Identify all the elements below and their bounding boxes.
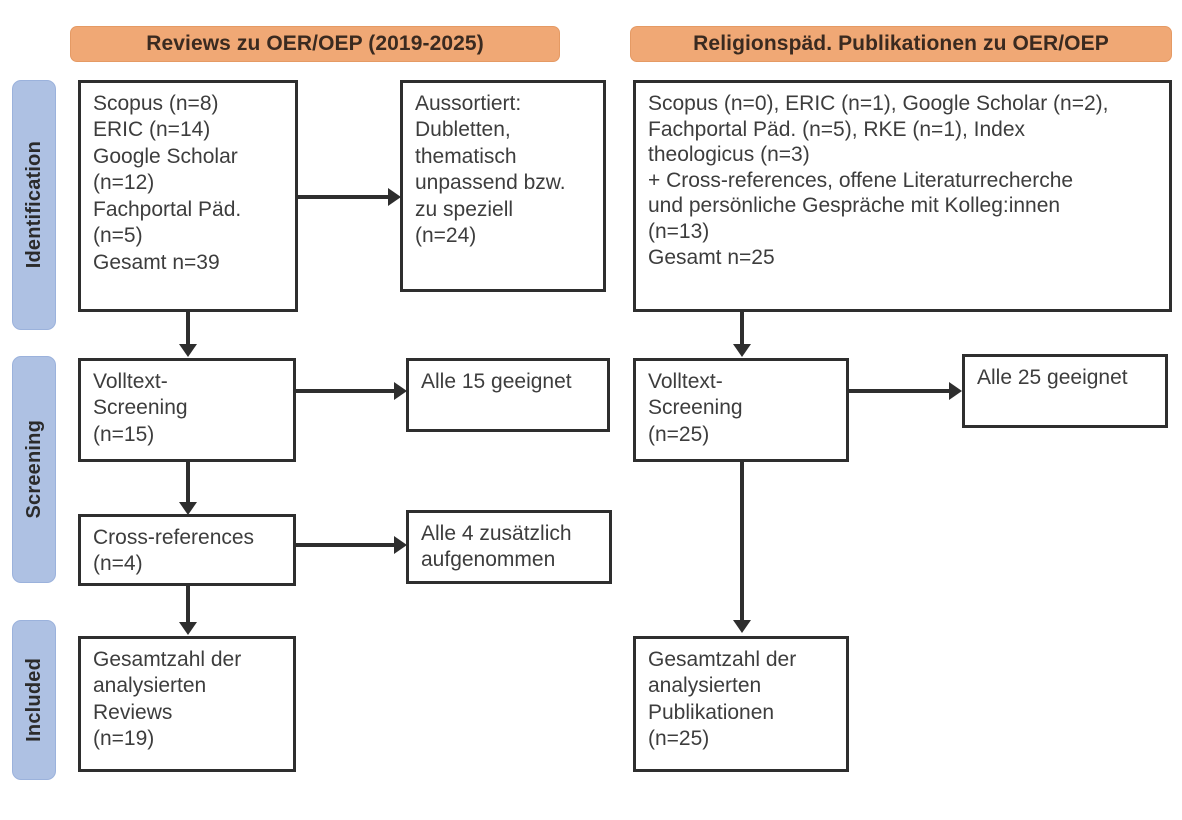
connector-left-identification-to-screening [186,312,190,344]
arrowhead-left-screening-to-crossrefs [179,502,197,515]
box-left-included: Gesamtzahl der analysierten Reviews (n=1… [78,636,296,772]
arrowhead-left-crossrefs-to-included [179,622,197,635]
box-right-screening-result: Alle 25 geeignet [962,354,1168,428]
box-right-screening: Volltext- Screening (n=25) [633,358,849,462]
arrowhead-right-identification-to-screening [733,344,751,357]
connector-left-screening-to-crossrefs [186,462,190,502]
box-right-identification: Scopus (n=0), ERIC (n=1), Google Scholar… [633,80,1172,312]
connector-right-screening-to-included [740,462,744,620]
connector-left-identification-to-excluded [298,195,388,199]
stage-label-included: Included [12,620,56,780]
arrowhead-right-screening-to-included [733,620,751,633]
arrowhead-left-crossrefs-to-result [394,536,407,554]
box-left-identification: Scopus (n=8) ERIC (n=14) Google Scholar … [78,80,298,312]
box-left-crossrefs-result: Alle 4 zusätzlich aufgenommen [406,510,612,584]
arrowhead-right-screening-to-result [949,382,962,400]
column-header-religionspaed: Religionspäd. Publikationen zu OER/OEP [630,26,1172,62]
stage-label-identification: Identification [12,80,56,330]
column-header-reviews: Reviews zu OER/OEP (2019-2025) [70,26,560,62]
box-left-excluded: Aussortiert: Dubletten, thematisch unpas… [400,80,606,292]
connector-right-screening-to-result [849,389,949,393]
arrowhead-left-identification-to-excluded [388,188,401,206]
connector-left-crossrefs-to-included [186,586,190,622]
stage-label-screening-text: Screening [22,420,45,519]
arrowhead-left-screening-to-result [394,382,407,400]
connector-left-crossrefs-to-result [296,543,394,547]
connector-left-screening-to-result [296,389,394,393]
stage-label-screening: Screening [12,356,56,583]
box-right-included: Gesamtzahl der analysierten Publikatione… [633,636,849,772]
stage-label-identification-text: Identification [22,141,45,269]
box-left-crossrefs: Cross-references (n=4) [78,514,296,586]
stage-label-included-text: Included [22,658,45,742]
box-left-screening-result: Alle 15 geeignet [406,358,610,432]
box-left-screening: Volltext- Screening (n=15) [78,358,296,462]
connector-right-identification-to-screening [740,312,744,344]
arrowhead-left-identification-to-screening [179,344,197,357]
